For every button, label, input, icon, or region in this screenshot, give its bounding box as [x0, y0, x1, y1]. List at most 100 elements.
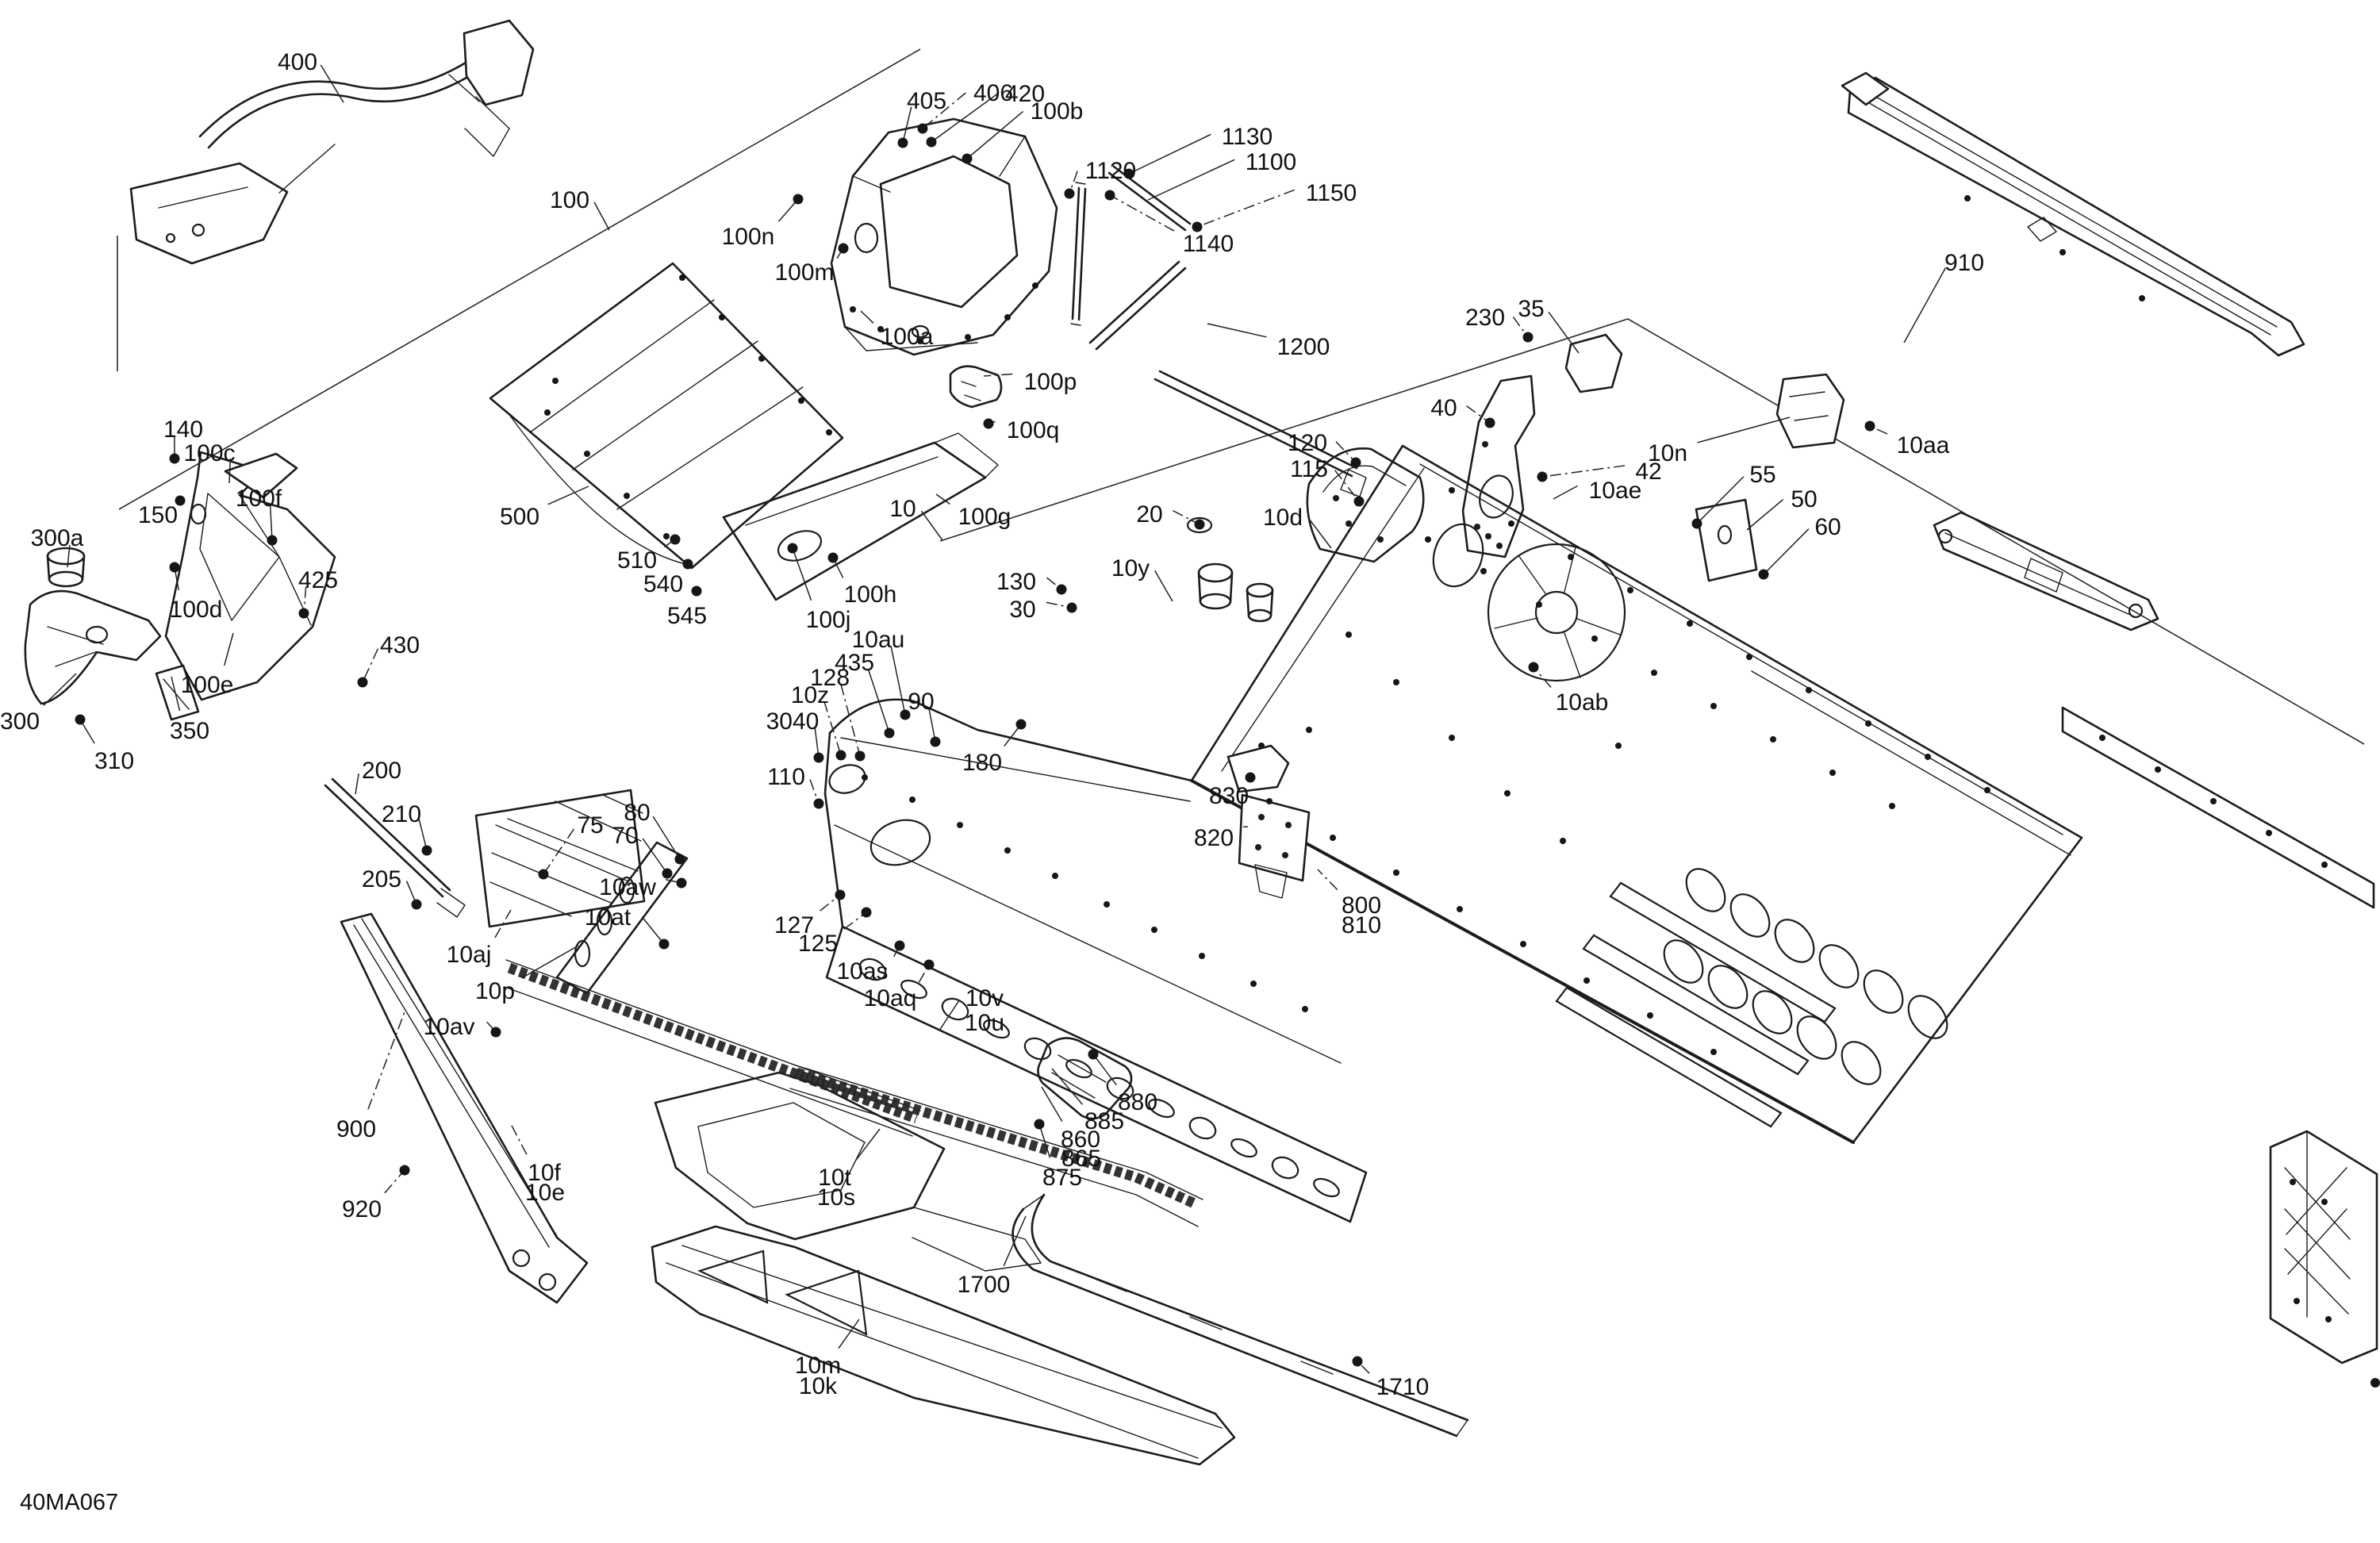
part-label-10m: 10m — [795, 1353, 841, 1379]
part-label-420: 420 — [1005, 81, 1045, 107]
fastener-dot-310 — [75, 714, 86, 725]
rivet-dot — [1266, 798, 1273, 804]
fastener-dot-75 — [538, 869, 549, 880]
part-label-300a: 300a — [31, 525, 84, 551]
part-55-plate — [1695, 498, 1758, 582]
leader-line-300 — [43, 673, 77, 706]
leader-line-10n — [1697, 416, 1791, 443]
rivet-dot — [1770, 736, 1776, 743]
rivet-dot — [1032, 282, 1038, 289]
part-label-90: 90 — [908, 689, 934, 715]
boundary-100 — [118, 48, 921, 510]
part-label-140: 140 — [163, 416, 203, 443]
fastener-dot-430 — [357, 677, 368, 688]
rivet-dot — [1004, 314, 1011, 320]
part-label-180: 180 — [962, 750, 1002, 776]
leader-line-10t — [855, 1128, 881, 1161]
rivet-dot — [2210, 798, 2217, 804]
part-label-900: 900 — [336, 1116, 376, 1142]
part-label-10f: 10f — [528, 1160, 561, 1186]
part-label-10aq: 10aq — [864, 985, 917, 1011]
part-label-10s: 10s — [817, 1184, 855, 1211]
rivet-dot — [1568, 554, 1574, 560]
rivet-dot — [2325, 1316, 2332, 1322]
fastener-dot-920 — [399, 1165, 410, 1176]
leader-line-1100 — [1147, 159, 1235, 201]
fastener-dot-42 — [1537, 471, 1548, 482]
part-label-100p: 100p — [1024, 369, 1077, 395]
part-label-128: 128 — [810, 665, 850, 691]
leader-line-60 — [1763, 528, 1810, 575]
rivet-dot — [1520, 941, 1526, 947]
fastener-dot-100n — [793, 194, 804, 205]
fastener-dot-100f — [267, 535, 278, 546]
part-label-110: 110 — [767, 764, 805, 790]
rivet-dot — [957, 822, 963, 828]
leader-line-10ae — [1553, 485, 1578, 500]
rivet-dot — [1004, 847, 1011, 854]
rivet-dot — [2321, 862, 2328, 868]
part-label-10av: 10av — [423, 1014, 474, 1040]
rivet-dot — [1393, 679, 1399, 685]
part-label-1130: 1130 — [1222, 124, 1273, 150]
part-label-540: 540 — [643, 571, 683, 597]
part-label-50: 50 — [1791, 486, 1817, 512]
fastener-dot-30 — [1066, 602, 1077, 613]
part-label-875: 875 — [1042, 1165, 1082, 1191]
fastener-dot-10au — [900, 709, 911, 720]
deck-cutout — [1863, 969, 1904, 1014]
part-label-10z: 10z — [791, 682, 829, 708]
deck-cutout — [1752, 990, 1793, 1034]
rivet-dot — [1449, 487, 1455, 493]
part-label-920: 920 — [342, 1196, 382, 1223]
boundary-10 — [939, 318, 2365, 745]
part-label-100c: 100c — [183, 440, 235, 466]
part-label-55: 55 — [1749, 462, 1775, 488]
fastener-dot-90 — [930, 736, 941, 747]
tread-cutout — [1148, 1098, 1175, 1119]
part-label-820: 820 — [1194, 825, 1234, 851]
rivet-dot — [624, 493, 630, 499]
rivet-dot — [1151, 927, 1157, 933]
part-label-100q: 100q — [1007, 417, 1060, 443]
leader-line-127 — [820, 894, 841, 912]
part-label-120: 120 — [1288, 430, 1327, 456]
rivet-dot — [1647, 1012, 1653, 1019]
part-910-rail — [1841, 71, 2305, 357]
part-label-1120: 1120 — [1085, 158, 1137, 184]
leader-line-430 — [362, 648, 379, 683]
part-label-30: 30 — [1009, 597, 1035, 623]
rivet-dot — [877, 326, 884, 332]
fastener-dot-120 — [1350, 457, 1361, 468]
fastener-dot-230 — [1522, 332, 1534, 343]
part-label-1710: 1710 — [1376, 1374, 1430, 1400]
rivet-dot — [1615, 743, 1622, 749]
rivet-dot — [1250, 981, 1257, 987]
leader-line-100a — [860, 310, 874, 324]
part-label-910: 910 — [1944, 250, 1984, 276]
rivet-dot — [1925, 754, 1931, 760]
rivet-dot — [679, 274, 685, 281]
rivet-dot — [1710, 1049, 1717, 1055]
leader-line-800 — [1317, 869, 1338, 891]
fastener-dot-128 — [854, 750, 866, 762]
fastener-dot-405 — [897, 137, 908, 148]
rivet-dot — [584, 451, 590, 457]
part-200-rod — [324, 777, 466, 918]
rivet-dot — [1457, 906, 1463, 912]
fastener-dot-10av — [490, 1027, 501, 1038]
fastener-dot-127 — [835, 889, 846, 900]
tread-cutout — [858, 958, 887, 981]
leader-line-1700 — [1003, 1215, 1027, 1266]
part-label-1100: 1100 — [1246, 149, 1297, 175]
part-label-100h: 100h — [844, 582, 897, 608]
leader-line-1710 — [1357, 1361, 1370, 1374]
part-label-10au: 10au — [852, 627, 905, 653]
stray-dot — [2370, 1378, 2380, 1388]
deck-cutout — [1841, 1041, 1882, 1085]
fastener-dot-875 — [1034, 1119, 1045, 1130]
fastener-dot-130 — [1056, 584, 1067, 595]
part-400-steering-support — [129, 19, 535, 265]
leader-line-10f — [510, 1123, 528, 1155]
